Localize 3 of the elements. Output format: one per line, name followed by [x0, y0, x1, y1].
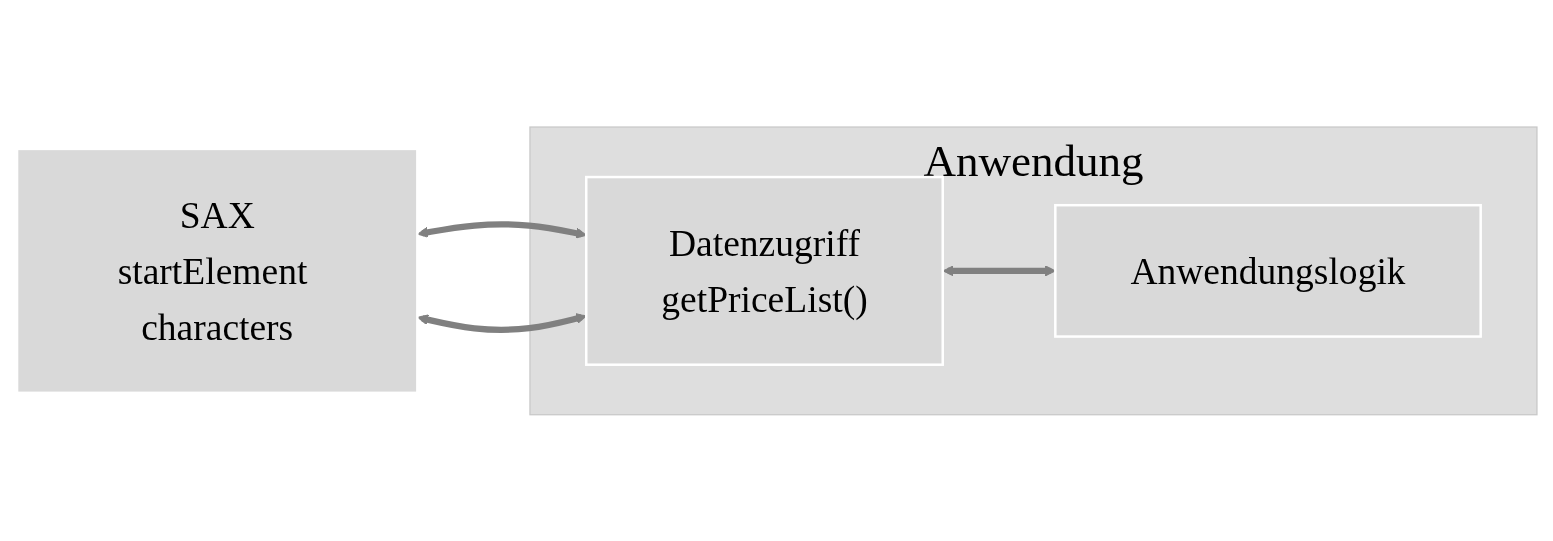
node-box: Datenzugriff getPriceList() [584, 175, 944, 366]
node-box: Anwendungslogik [1053, 203, 1482, 338]
node-box: SAX startElement characters [15, 147, 419, 394]
